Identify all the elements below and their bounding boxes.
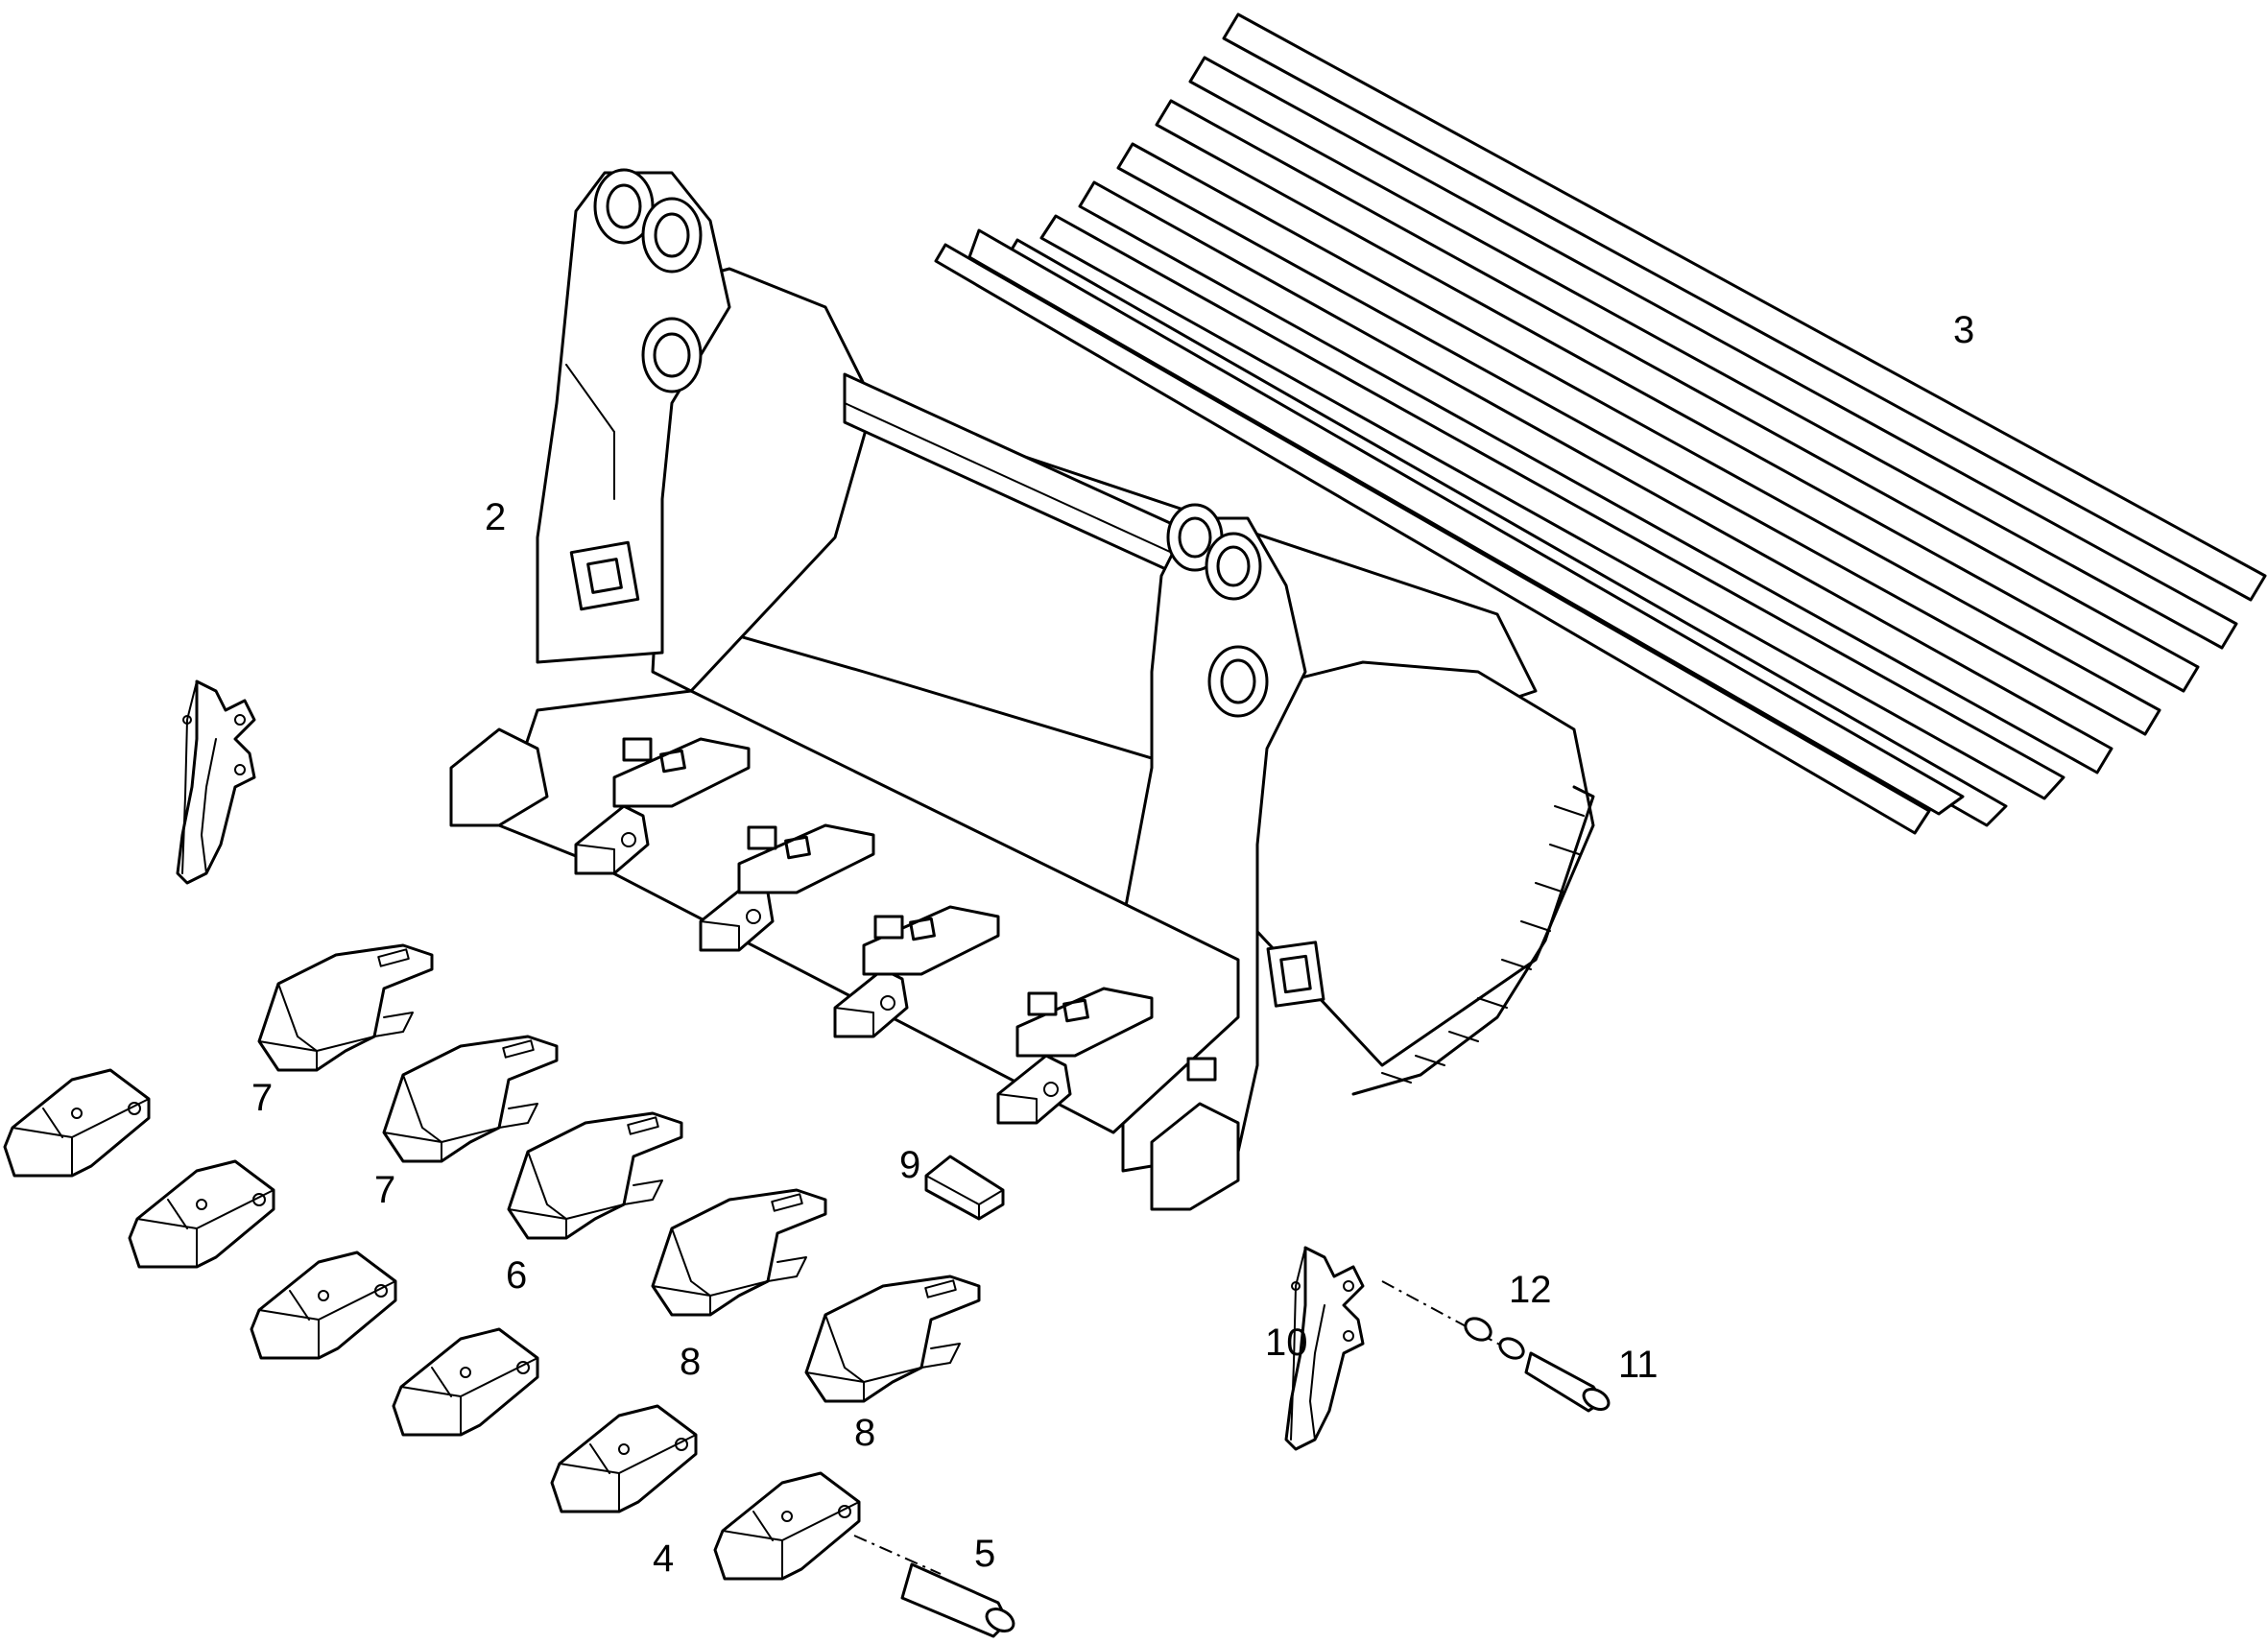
tooth-6 (713, 1471, 861, 1581)
adapter-8-lower (804, 1275, 981, 1403)
tooth-pin (853, 1535, 1015, 1638)
callout-3: 3 (1953, 309, 1974, 351)
tooth-3 (250, 1251, 397, 1360)
tooth-1 (3, 1068, 151, 1178)
tooth-2 (128, 1159, 275, 1269)
callout-4: 4 (653, 1537, 674, 1580)
callout-2: 2 (485, 496, 506, 538)
adapter-7-upper (257, 943, 434, 1072)
callout-8-upper: 8 (680, 1341, 701, 1383)
callout-6: 6 (506, 1254, 527, 1297)
callout-10: 10 (1265, 1322, 1308, 1364)
wear-strips-set (934, 12, 2267, 835)
tooth-5 (550, 1404, 698, 1513)
tooth-4 (392, 1327, 539, 1437)
callout-12: 12 (1509, 1269, 1552, 1311)
callout-7-lower: 7 (374, 1169, 395, 1211)
callout-8-lower: 8 (854, 1412, 875, 1454)
callout-11: 11 (1618, 1344, 1659, 1386)
adapter-7-lower (382, 1035, 559, 1163)
callout-9: 9 (899, 1144, 920, 1186)
adapter-8-upper (651, 1188, 827, 1317)
bolt-assembly (1381, 1280, 1611, 1413)
adapter-6 (507, 1111, 683, 1240)
lock-plate (924, 1155, 1005, 1221)
callout-5: 5 (974, 1533, 995, 1575)
side-cutter-left (176, 679, 256, 885)
bucket-body (449, 168, 1595, 1211)
callout-7-upper: 7 (251, 1077, 273, 1119)
